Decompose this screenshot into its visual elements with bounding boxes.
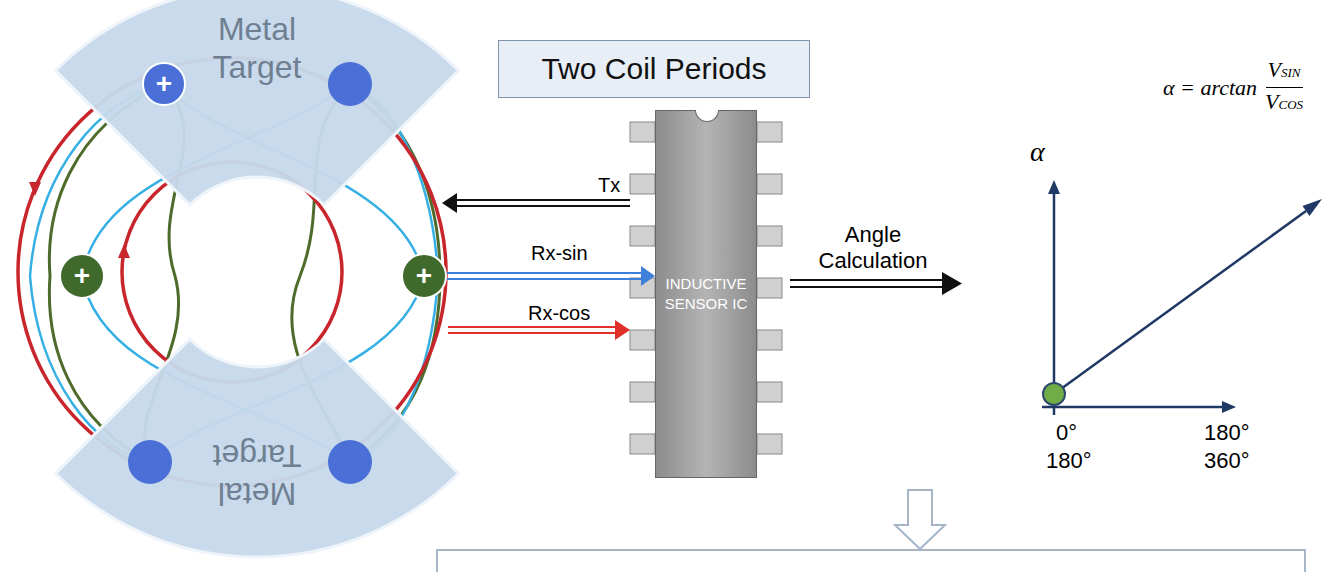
angle-graph — [1042, 180, 1322, 415]
signal-name: Rx-sin — [529, 242, 590, 265]
axis-tick: 0° — [1056, 420, 1077, 445]
ic-pin — [757, 382, 782, 402]
tx-coil-arrow — [29, 182, 130, 258]
angle-arrow — [942, 272, 962, 295]
plus-sign: + — [74, 262, 90, 290]
plus-sign: + — [156, 70, 172, 98]
coil-node-dot — [328, 440, 372, 484]
formula-numerator: VSIN — [1266, 58, 1303, 88]
axis-tick: 360° — [1204, 448, 1250, 473]
axis-tick: 180° — [1046, 448, 1092, 473]
angle-arrow — [790, 279, 945, 281]
signal-name: Rx-cos — [528, 302, 590, 325]
axis-tick: 180° — [1046, 448, 1092, 473]
formula-variable: V — [1265, 89, 1278, 114]
axis-tick: 180° — [1204, 420, 1250, 445]
down-arrow — [895, 490, 945, 549]
formula-fraction: VSINVCOS — [1263, 58, 1305, 117]
rx-cos-arrow — [448, 326, 616, 328]
metal-target-text: Metal Target — [192, 437, 322, 513]
tx-coil — [122, 162, 342, 382]
process-label: Angle Calculation — [808, 222, 938, 274]
ic-pin — [757, 226, 782, 246]
signal-name: Tx — [598, 174, 620, 196]
ic-pin — [757, 174, 782, 194]
angle-arrow — [790, 272, 962, 295]
ic-pin — [757, 122, 782, 142]
signal-name: Rx-cos — [528, 302, 590, 325]
tx-arrow — [442, 193, 630, 213]
process-label: Angle Calculation — [808, 222, 938, 274]
angle-graph — [1042, 406, 1223, 409]
chip-notch — [695, 110, 719, 122]
angle-graph — [1048, 180, 1060, 194]
ic-pin — [757, 278, 782, 298]
angle-graph — [1053, 193, 1056, 415]
angle-graph — [1054, 211, 1306, 394]
signal-line — [447, 278, 641, 280]
title-box: Two Coil Periods — [498, 40, 810, 98]
sensor-ic: INDUCTIVE SENSOR IC — [655, 110, 757, 478]
ic-pin — [630, 226, 655, 246]
formula-subscript: COS — [1278, 97, 1303, 112]
angle-graph — [1303, 199, 1323, 216]
formula-denominator: VCOS — [1263, 88, 1305, 117]
signal-line — [447, 272, 641, 274]
axis-tick: 360° — [1204, 448, 1250, 473]
ic-pin — [630, 382, 655, 402]
ic-pin — [630, 174, 655, 194]
ic-pin — [630, 330, 655, 350]
plus-sign: + — [416, 262, 432, 290]
arrow-head — [641, 266, 655, 286]
formula-text: α = arctan — [1163, 75, 1257, 101]
formula-variable: V — [1268, 57, 1281, 82]
axis-label: α — [1030, 136, 1045, 168]
rx-cos-arrow — [615, 320, 630, 340]
angle-arrow — [790, 286, 945, 288]
ic-pin — [757, 330, 782, 350]
coil-node-dot — [328, 62, 372, 106]
metal-target-text: Metal Target — [192, 10, 322, 86]
coil-node-positive: + — [401, 253, 447, 299]
signal-arrow — [447, 266, 655, 286]
target-label: Metal Target — [192, 437, 322, 513]
metal-target-shape — [56, 0, 459, 205]
ic-pin — [630, 434, 655, 454]
metal-target: Metal Target — [40, 335, 475, 572]
signal-name: Rx-sin — [529, 242, 590, 265]
detail-box — [437, 550, 1305, 572]
tx-coil-arrow — [29, 182, 41, 196]
signal-name: Tx — [598, 174, 620, 196]
axis-tick: 0° — [1056, 420, 1077, 445]
angle-graph — [1043, 383, 1065, 405]
angle-graph — [1222, 401, 1236, 413]
coil-node-dot — [128, 440, 172, 484]
tx-arrow — [442, 193, 457, 213]
down-arrow — [895, 490, 945, 549]
rx-cos-arrow — [448, 332, 616, 334]
axis-label: α — [1030, 136, 1045, 168]
tx-arrow — [456, 199, 630, 201]
metal-target-shape — [56, 339, 459, 557]
tx-arrow — [456, 205, 630, 207]
target-label: Metal Target — [192, 10, 322, 86]
axis-tick: 180° — [1204, 420, 1250, 445]
detail-box — [437, 550, 1305, 572]
tx-coil-arrow — [118, 244, 130, 258]
ic-pin — [757, 434, 782, 454]
ic-pin — [630, 122, 655, 142]
formula-subscript: SIN — [1281, 65, 1301, 80]
chip-label: INDUCTIVE SENSOR IC — [659, 274, 753, 314]
formula: α = arctanVSINVCOS — [1163, 58, 1305, 117]
coil-node-positive: + — [142, 62, 186, 106]
metal-target: Metal Target — [40, 0, 475, 215]
title-label: Two Coil Periods — [541, 52, 766, 86]
coil-node-positive: + — [59, 253, 105, 299]
